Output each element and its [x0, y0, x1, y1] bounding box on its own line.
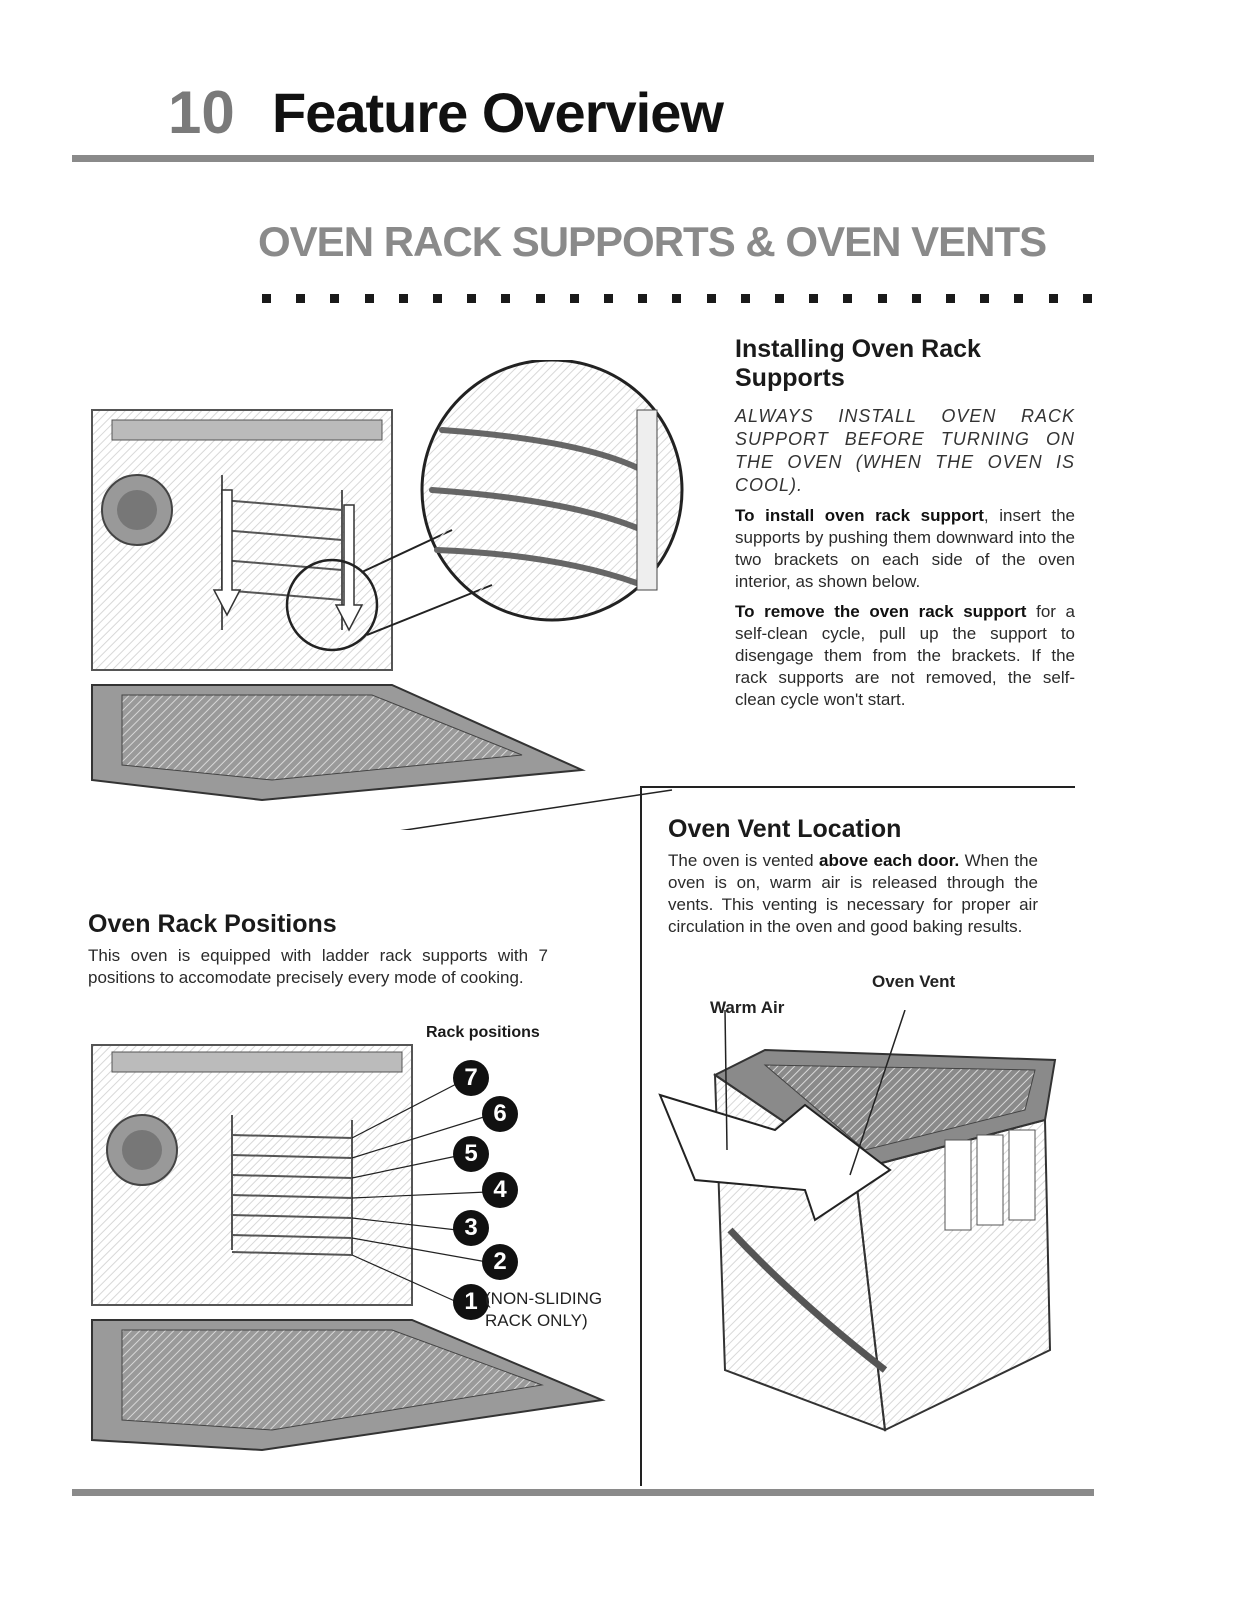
install-text: , insert the supports by pushing them do…	[735, 506, 1076, 591]
install-lead: To install oven rack support	[735, 506, 984, 525]
rack-position-badge: 6	[482, 1096, 518, 1132]
footer-rule	[72, 1489, 1094, 1496]
vent-text-after: When the oven is on, warm air is release…	[668, 851, 1038, 936]
vent-text-before: The oven is vented	[668, 851, 819, 870]
remove-lead: To remove the oven rack support	[735, 602, 1027, 621]
rack-position-badge: 1	[453, 1284, 489, 1320]
installing-section: Installing Oven Rack Supports ALWAYS INS…	[735, 335, 1075, 719]
warm-air-label: Warm Air	[710, 998, 785, 1017]
rack-positions-figure	[82, 1040, 627, 1470]
dotted-divider	[262, 294, 1092, 304]
install-instruction: To install oven rack support, insert the…	[735, 505, 1075, 593]
installing-warning: ALWAYS INSTALL OVEN RACK SUPPORT BEFORE …	[735, 406, 1075, 495]
rack-position-badge: 7	[453, 1060, 489, 1096]
oven-vent-figure	[655, 1009, 1075, 1450]
non-sliding-note: (NON-SLIDING RACK ONLY)	[485, 1289, 603, 1330]
column-divider	[640, 786, 642, 1486]
remove-instruction: To remove the oven rack support for a se…	[735, 601, 1075, 711]
rack-position-badge: 4	[482, 1172, 518, 1208]
rack-positions-title: Oven Rack Positions	[88, 910, 337, 938]
rack-positions-text: This oven is equipped with ladder rack s…	[88, 946, 548, 987]
vent-text: The oven is vented above each door. When…	[668, 850, 1038, 938]
vent-section: Oven Vent Location The oven is vented ab…	[668, 815, 1038, 946]
section-title: OVEN RACK SUPPORTS & OVEN VENTS	[258, 218, 1047, 265]
page-number: 10	[168, 79, 235, 146]
rack-position-badge: 5	[453, 1136, 489, 1172]
section-divider	[640, 786, 1075, 788]
rack-position-badge: 2	[482, 1244, 518, 1280]
installing-title: Installing Oven Rack Supports	[735, 335, 981, 392]
chapter-title: Feature Overview	[272, 81, 724, 144]
remove-text: for a self-clean cycle, pull up the supp…	[735, 602, 1076, 709]
header-rule	[72, 155, 1094, 162]
rack-positions-section: Oven Rack Positions This oven is equippe…	[88, 910, 548, 997]
oven-vent-label: Oven Vent	[872, 972, 956, 991]
vent-title: Oven Vent Location	[668, 815, 902, 843]
rack-position-badge: 3	[453, 1210, 489, 1246]
rack-positions-label: Rack positions	[426, 1024, 540, 1041]
vent-text-bold: above each door.	[819, 851, 960, 870]
rack-support-figure	[71, 358, 692, 881]
